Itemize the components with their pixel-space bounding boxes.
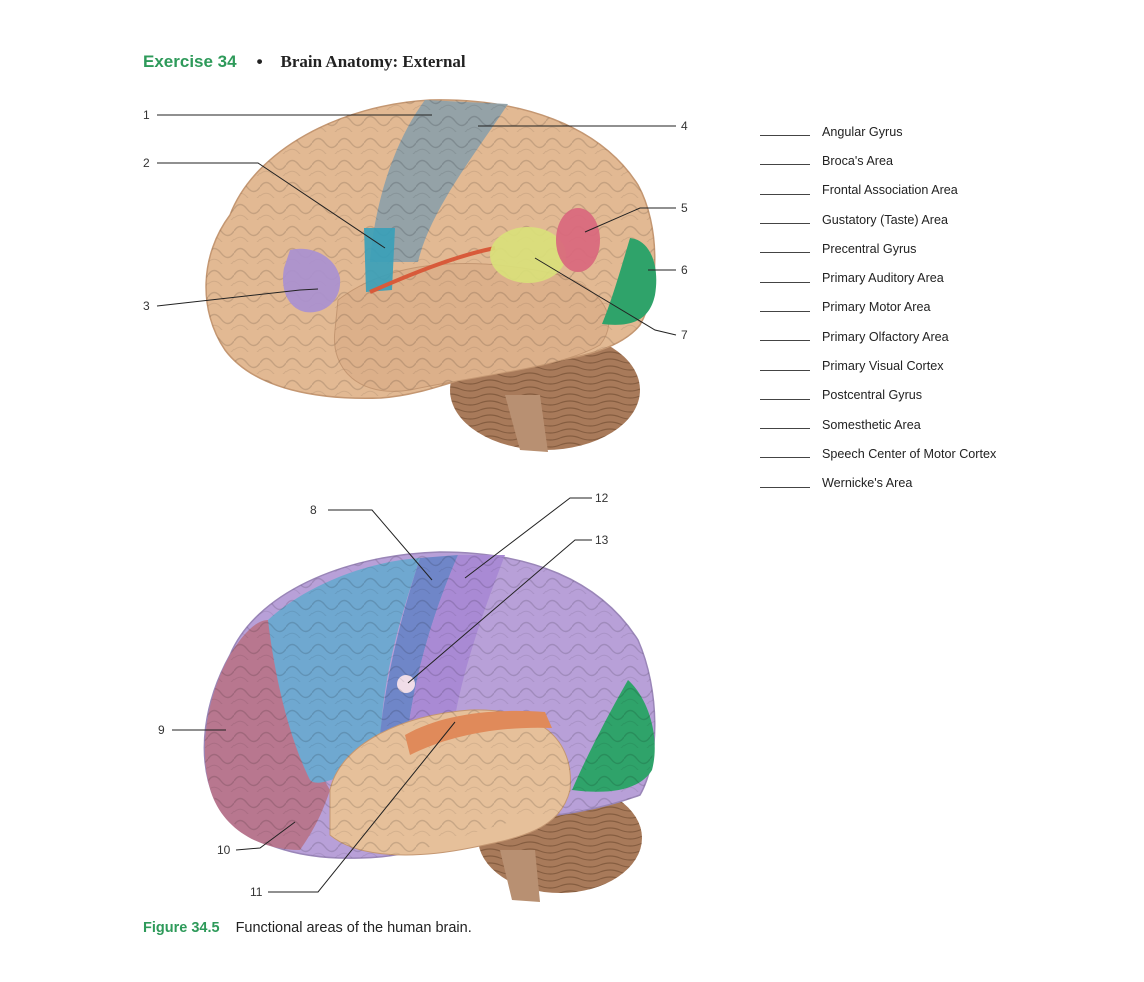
answer-blank[interactable] xyxy=(760,164,810,166)
term-label: Primary Visual Cortex xyxy=(822,359,944,374)
term-item: Precentral Gyrus xyxy=(760,234,996,263)
page-header: Exercise 34 • Brain Anatomy: External xyxy=(143,52,466,72)
caption-text: Functional areas of the human brain. xyxy=(235,920,472,936)
label-2: 2 xyxy=(143,156,150,170)
term-item: Frontal Association Area xyxy=(760,176,996,205)
bottom-auditory-strip xyxy=(405,710,552,755)
term-item: Wernicke's Area xyxy=(760,469,996,498)
term-label: Precentral Gyrus xyxy=(822,241,917,256)
label-1: 1 xyxy=(143,108,150,122)
term-item: Somesthetic Area xyxy=(760,410,996,439)
term-label: Gustatory (Taste) Area xyxy=(822,212,948,227)
term-label: Primary Motor Area xyxy=(822,300,931,315)
term-item: Angular Gyrus xyxy=(760,117,996,146)
term-item: Primary Visual Cortex xyxy=(760,351,996,380)
answer-blank[interactable] xyxy=(760,310,810,312)
top-auditory-area xyxy=(490,227,566,283)
term-item: Primary Motor Area xyxy=(760,293,996,322)
top-visual-cortex xyxy=(602,238,657,325)
top-speech-motor-area xyxy=(364,228,395,292)
term-item: Broca's Area xyxy=(760,146,996,175)
term-label: Frontal Association Area xyxy=(822,183,958,198)
term-label: Wernicke's Area xyxy=(822,476,913,491)
top-lateral-sulcus xyxy=(369,246,496,294)
term-item: Speech Center of Motor Cortex xyxy=(760,439,996,468)
answer-blank[interactable] xyxy=(760,369,810,371)
term-label: Broca's Area xyxy=(822,153,894,168)
label-8: 8 xyxy=(310,503,317,517)
term-label: Primary Olfactory Area xyxy=(822,329,949,344)
header-bullet: • xyxy=(256,52,263,71)
top-wernickes-area xyxy=(556,208,600,272)
term-item: Gustatory (Taste) Area xyxy=(760,205,996,234)
label-4: 4 xyxy=(681,119,688,133)
answer-blank[interactable] xyxy=(760,486,810,488)
term-label: Somesthetic Area xyxy=(822,417,921,432)
top-leader-lines xyxy=(156,114,677,336)
exercise-number: Exercise 34 xyxy=(143,52,237,71)
bottom-brainstem xyxy=(500,850,540,902)
label-5: 5 xyxy=(681,201,688,215)
exercise-title: Brain Anatomy: External xyxy=(280,52,466,71)
term-item: Postcentral Gyrus xyxy=(760,381,996,410)
label-10: 10 xyxy=(217,843,231,857)
term-label: Speech Center of Motor Cortex xyxy=(822,446,997,461)
answer-blank[interactable] xyxy=(760,457,810,459)
label-9: 9 xyxy=(158,723,165,737)
bottom-leader-lines xyxy=(172,497,592,893)
label-7: 7 xyxy=(681,328,688,342)
term-label: Angular Gyrus xyxy=(822,124,903,139)
term-label: Primary Auditory Area xyxy=(822,271,944,286)
top-brocas-area xyxy=(282,248,341,313)
term-label: Postcentral Gyrus xyxy=(822,388,923,403)
figure-number: Figure 34.5 xyxy=(143,920,220,936)
label-6: 6 xyxy=(681,263,688,277)
label-13: 13 xyxy=(595,533,609,547)
label-11: 11 xyxy=(250,885,263,899)
term-list: Angular Gyrus Broca's Area Frontal Assoc… xyxy=(760,117,996,498)
term-item: Primary Olfactory Area xyxy=(760,322,996,351)
answer-blank[interactable] xyxy=(760,281,810,283)
answer-blank[interactable] xyxy=(760,135,810,137)
top-brainstem xyxy=(505,395,548,452)
answer-blank[interactable] xyxy=(760,252,810,254)
answer-blank[interactable] xyxy=(760,193,810,195)
answer-blank[interactable] xyxy=(760,398,810,400)
term-item: Primary Auditory Area xyxy=(760,263,996,292)
answer-blank[interactable] xyxy=(760,223,810,225)
figure-caption: Figure 34.5 Functional areas of the human… xyxy=(143,920,472,936)
answer-blank[interactable] xyxy=(760,340,810,342)
label-3: 3 xyxy=(143,299,150,313)
label-12: 12 xyxy=(595,491,609,505)
answer-blank[interactable] xyxy=(760,428,810,430)
top-brain: 1 2 3 4 5 6 7 xyxy=(143,99,688,452)
bottom-brain: 8 9 10 11 12 13 xyxy=(158,491,656,902)
